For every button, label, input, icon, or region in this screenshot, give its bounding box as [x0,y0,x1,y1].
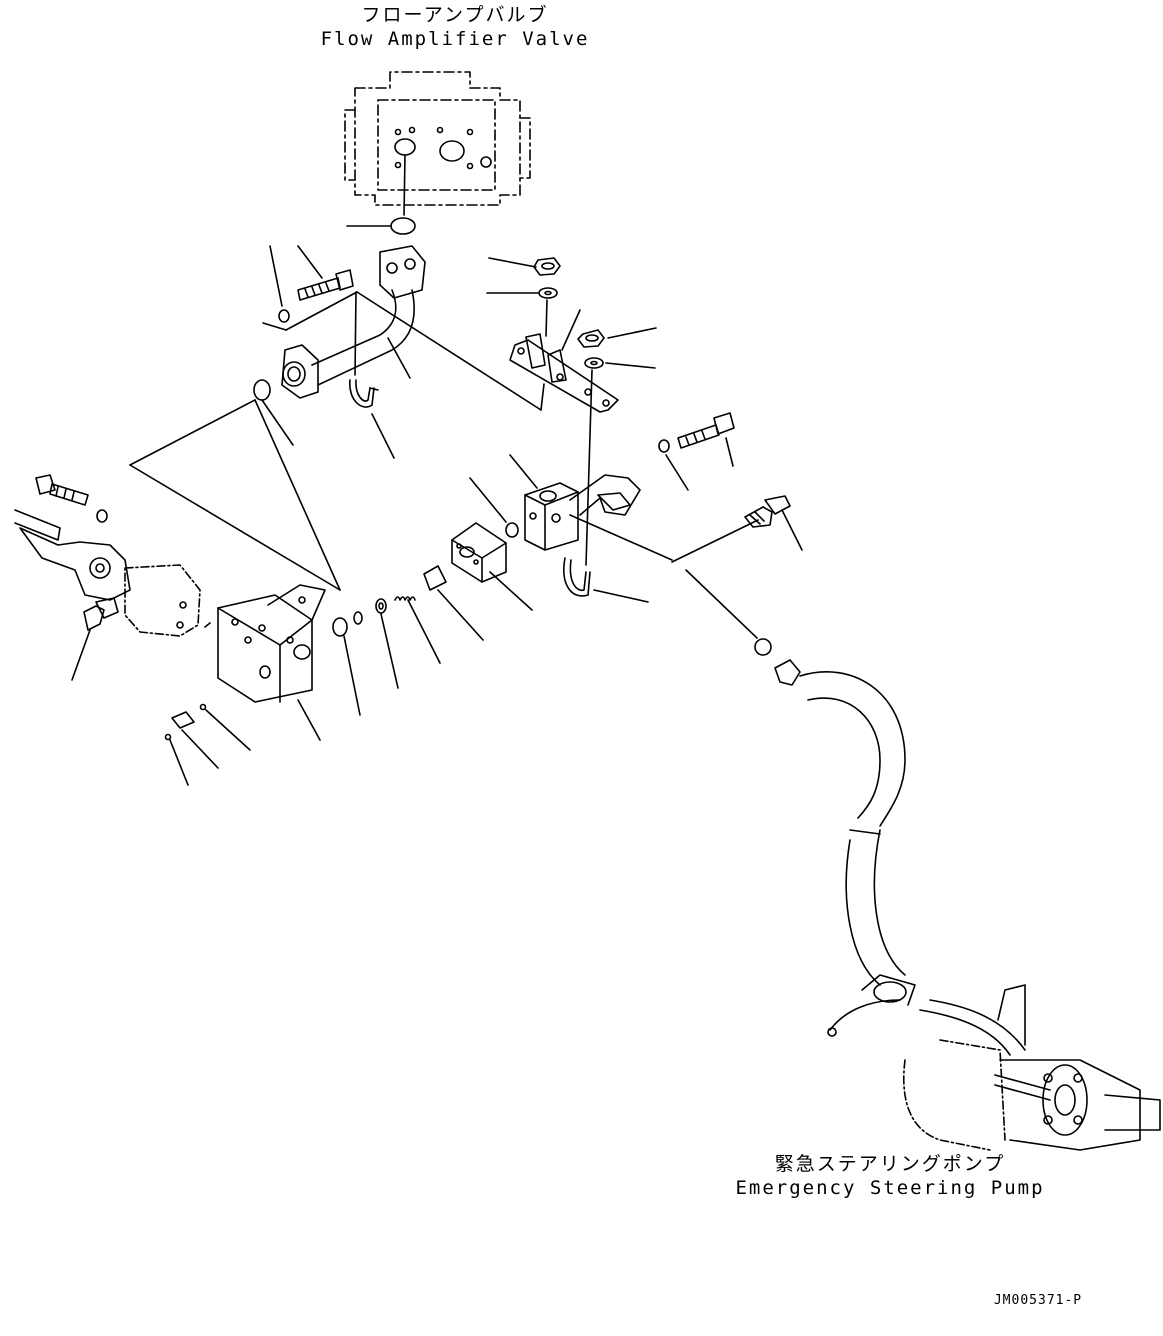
hose-fitting-lower [563,557,649,603]
flow-amplifier-label-en: Flow Amplifier Valve [320,28,590,50]
o-ring-top [346,217,416,235]
nut-b [577,327,657,348]
upper-pipe [281,245,426,399]
bolt-left [35,474,108,523]
emergency-steering-pump [827,974,1161,1151]
valve-ports [394,126,492,216]
sensor-right [671,495,803,563]
o-ring-mid [469,477,519,538]
bolt-right [658,412,735,491]
spool-parts [332,565,484,716]
sensor-left [71,597,119,681]
connector-lines-upper [262,245,542,411]
hose-fitting-upper [349,379,395,459]
o-ring-left [253,379,294,446]
right-hose [685,569,906,986]
washer-b [584,357,656,566]
nut-a [488,257,561,276]
pump-flange [14,509,201,637]
flow-amplifier-valve [344,71,531,206]
manifold-plate [451,522,533,611]
bracket [509,299,619,413]
steering-pump-label-en: Emergency Steering Pump [735,1177,1045,1199]
main-manifold-block [204,584,326,741]
long-link-lines [129,399,341,591]
flow-amplifier-label-jp: フローアンプバルブ [361,4,549,26]
drawing-number: JM005371-P [993,1293,1083,1308]
steering-pump-label-jp: 緊急ステアリングポンプ [774,1153,1006,1175]
plug-fittings [164,703,251,786]
valve-block-right [509,454,673,561]
bolt-upper [278,269,354,323]
washer-a [486,287,558,299]
